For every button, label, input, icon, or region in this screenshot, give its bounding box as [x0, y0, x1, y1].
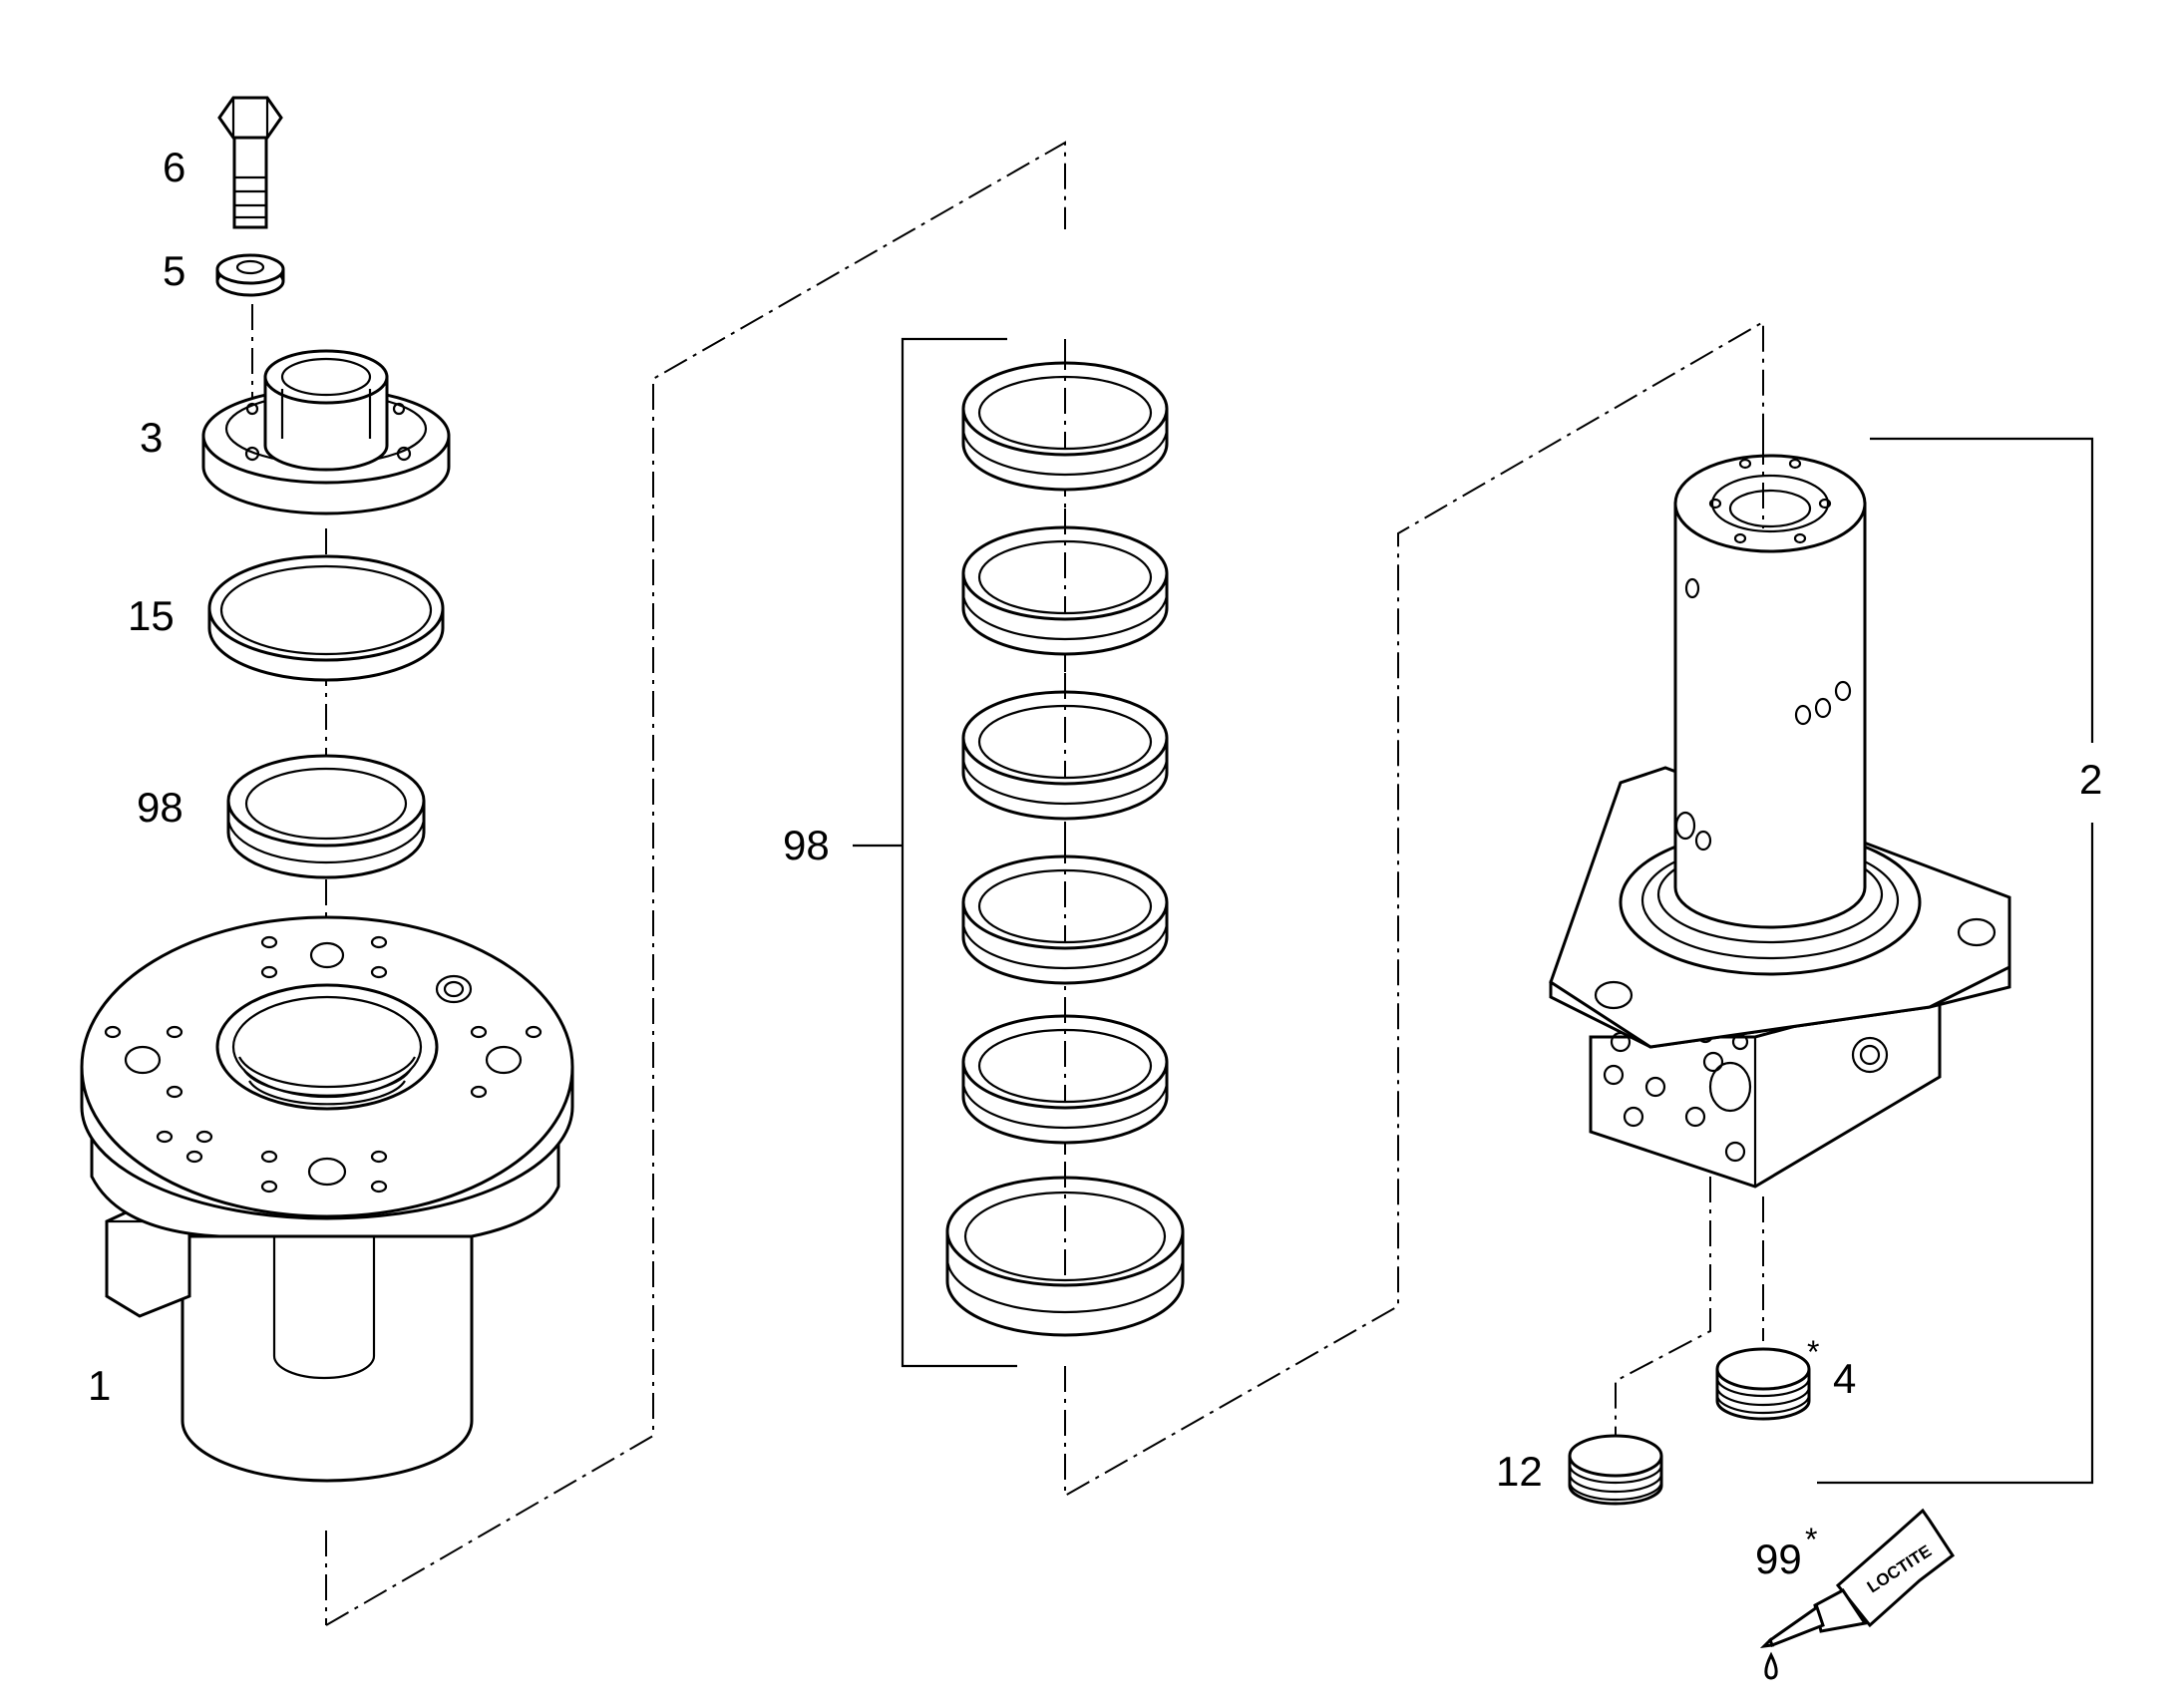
plug-part-12	[1568, 1434, 1663, 1506]
seal-ring-part-15	[207, 554, 445, 682]
ring-stack-part-98	[945, 344, 1185, 1337]
label-part-99-star: *	[1805, 1522, 1817, 1557]
ring-4	[961, 854, 1169, 985]
leader-plug-12	[1615, 1177, 1711, 1436]
rotary-joint-part-2	[1549, 439, 2011, 1189]
bracket-part-2	[1870, 437, 2094, 743]
label-part-5: 5	[163, 247, 185, 294]
connector-middle-to-right	[1064, 320, 1764, 1498]
label-part-4: 4	[1833, 1355, 1856, 1402]
housing-part-1	[80, 915, 574, 1483]
tube-holes	[1674, 458, 1852, 852]
label-part-98-left: 98	[137, 784, 183, 831]
block-holes	[1603, 1026, 1889, 1163]
label-part-99: 99	[1755, 1536, 1802, 1582]
label-part-4-star: *	[1807, 1334, 1819, 1370]
bracket-part-2-lower	[1817, 823, 2094, 1485]
flange-cap-part-3	[201, 349, 451, 515]
bracket-middle-98	[901, 337, 1017, 1368]
ring-3	[961, 690, 1169, 821]
label-part-6: 6	[163, 144, 185, 190]
ring-5	[961, 1014, 1169, 1145]
label-part-3: 3	[140, 414, 163, 461]
connector-left-to-middle	[325, 141, 1066, 1626]
label-part-98-middle: 98	[783, 822, 830, 868]
bolt-part-6	[217, 96, 283, 229]
label-part-15: 15	[128, 592, 175, 639]
washer-part-5	[215, 253, 285, 297]
label-part-2: 2	[2079, 756, 2102, 803]
bolt-holes	[104, 935, 543, 1194]
ring-part-98-left	[226, 754, 426, 879]
plug-part-4	[1715, 1347, 1811, 1421]
label-part-1: 1	[88, 1362, 111, 1409]
ring-1	[961, 361, 1169, 492]
label-part-12: 12	[1496, 1448, 1543, 1495]
ring-2	[961, 525, 1169, 656]
